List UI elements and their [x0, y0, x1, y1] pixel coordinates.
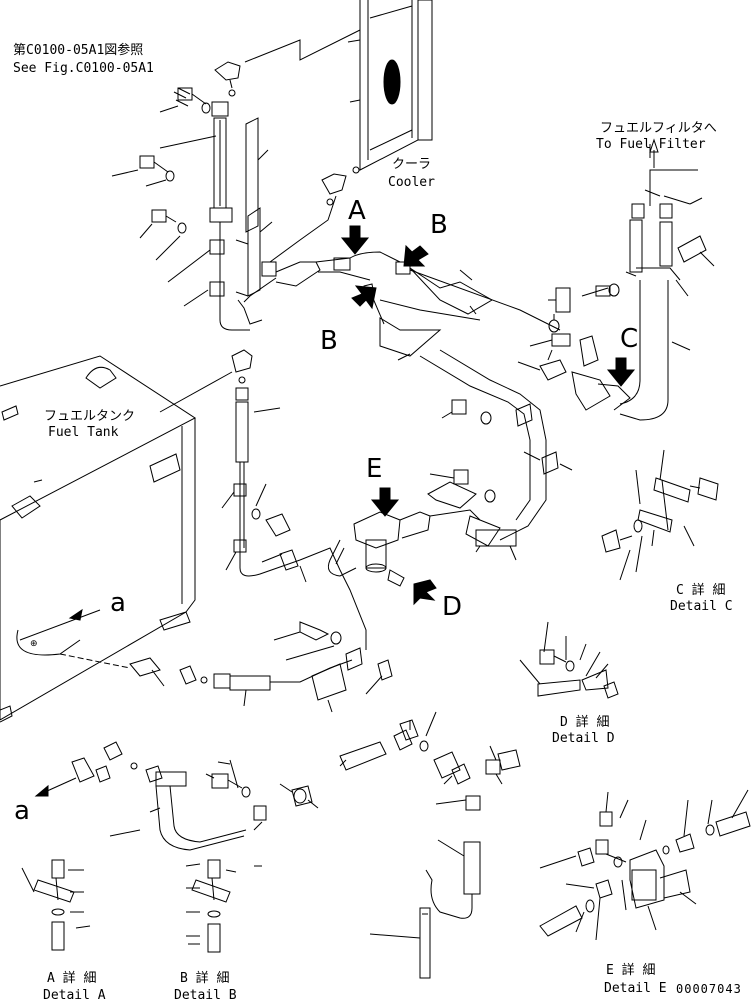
cooler-elbow-and-hose: [244, 167, 400, 302]
main-fuel-pipe-run: [420, 350, 572, 560]
fuel-tank: ⊕: [0, 356, 232, 722]
detail-c-title-jp: C 詳 細: [676, 583, 726, 598]
view-marker-b-left: B: [320, 326, 338, 356]
fuel-filter-label-en: To Fuel Filter: [596, 137, 706, 152]
detail-a-drawing: [22, 860, 90, 950]
detail-e-title-jp: E 詳 細: [606, 963, 656, 978]
view-marker-b-top: B: [430, 210, 448, 240]
cooler-label-en: Cooler: [388, 175, 435, 190]
view-arrows: [20, 144, 650, 796]
detail-d-drawing: [520, 622, 618, 698]
tank-return-hose: [222, 350, 306, 582]
detail-d-title-jp: D 詳 細: [560, 715, 610, 730]
svg-text:⊕: ⊕: [30, 639, 38, 649]
detail-b-title-jp: B 詳 細: [180, 971, 230, 986]
view-marker-a: A: [348, 196, 366, 226]
fuel-tank-label-en: Fuel Tank: [48, 425, 119, 440]
view-marker-a-lower-upper: a: [110, 588, 126, 618]
upper-elbow-hose-assembly: [112, 62, 272, 330]
detail-c-title-en: Detail C: [670, 599, 733, 614]
clamp-bracket-group-b: [334, 258, 560, 360]
fuel-filter-label-jp: フュエルフィルタへ: [600, 121, 717, 136]
cooler-label-jp: クーラ: [392, 157, 432, 172]
cooler-body: [245, 0, 432, 170]
fuel-tank-label-jp: フュエルタンク: [44, 409, 136, 424]
view-marker-e: E: [366, 454, 383, 484]
detail-c-drawing: [602, 450, 718, 580]
exploded-fittings-lower: [72, 712, 520, 978]
detail-a-title-en: Detail A: [43, 988, 106, 1003]
detail-a-title-jp: A 詳 細: [47, 971, 97, 986]
fig-ref-jp: 第C0100-05A1図参照: [13, 43, 144, 58]
detail-e-drawing: [540, 790, 750, 940]
view-marker-c: C: [620, 324, 639, 354]
drawing-number: 00007043: [676, 982, 742, 996]
detail-b-title-en: Detail B: [174, 988, 237, 1003]
view-marker-d: D: [442, 592, 463, 622]
fuel-filter-line-assembly: [518, 140, 714, 420]
lower-fuel-hose-run: [60, 548, 392, 712]
detail-d-title-en: Detail D: [552, 731, 615, 746]
detail-b-drawing: [186, 860, 262, 952]
fig-ref-en: See Fig.C0100-05A1: [13, 61, 154, 76]
view-marker-a-lower: a: [14, 796, 30, 826]
detail-e-title-en: Detail E: [604, 981, 667, 996]
water-separator-filter: [328, 510, 480, 586]
